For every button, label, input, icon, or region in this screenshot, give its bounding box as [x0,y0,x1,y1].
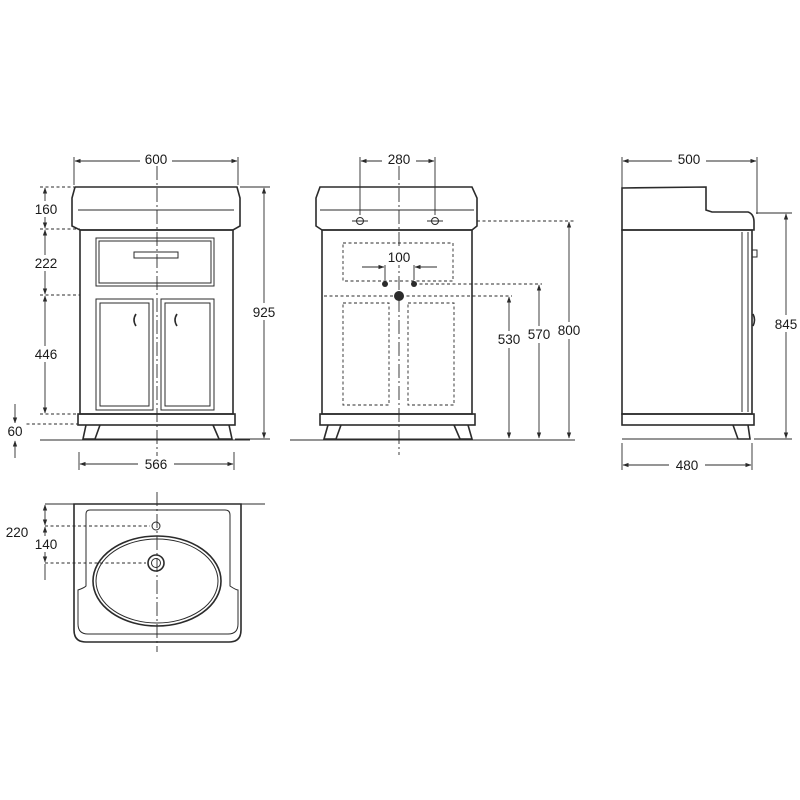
side-basin-profile [621,186,755,231]
side-plinth [621,413,755,426]
side-cabinet-body [621,229,753,415]
basin-plan-view: 220 140 [2,492,265,652]
dim-front-upstand: 160 [35,202,58,217]
dim-tap-centres: 280 [388,152,411,167]
dim-waste-spacing: 100 [388,250,411,265]
dim-basin-waste-offset: 140 [35,537,58,552]
front-drawer [95,237,215,287]
dim-side-base-depth: 480 [676,458,699,473]
rear-view: 280 100 530 570 800 [290,150,584,455]
side-drawer-handle [751,249,758,258]
rear-plinth [319,413,476,426]
waste-outlet [394,291,404,301]
basin-plan-outline [73,503,242,643]
supply-left [382,281,388,287]
side-door-knob [752,313,756,327]
dim-front-base-width: 566 [145,457,168,472]
dim-waste-height-high: 570 [528,327,551,342]
dim-waste-height-low: 530 [498,332,521,347]
dim-front-drawer: 222 [35,256,58,271]
basin-waste-inner [151,558,161,568]
dim-front-doors: 446 [35,347,58,362]
door-knob-left [133,313,137,327]
dim-basin-height: 800 [558,323,581,338]
front-view: 600 566 925 160 222 446 60 [4,150,278,472]
basin-waste-outer [147,554,165,572]
front-plinth [77,413,236,426]
dim-side-height: 845 [775,317,798,332]
door-knob-right [174,313,178,327]
drawer-handle [133,251,179,259]
dim-front-plinth: 60 [7,424,22,439]
dim-basin-tap-offset: 220 [6,525,29,540]
basin-tap-hole [151,521,161,531]
front-basin-top [71,186,241,231]
dim-front-height: 925 [253,305,276,320]
side-view: 500 480 845 [621,150,800,473]
front-door-right [160,298,215,411]
dim-front-width: 600 [145,152,168,167]
rear-basin-top [315,186,478,231]
dim-side-depth: 500 [678,152,701,167]
front-door-left [95,298,154,411]
